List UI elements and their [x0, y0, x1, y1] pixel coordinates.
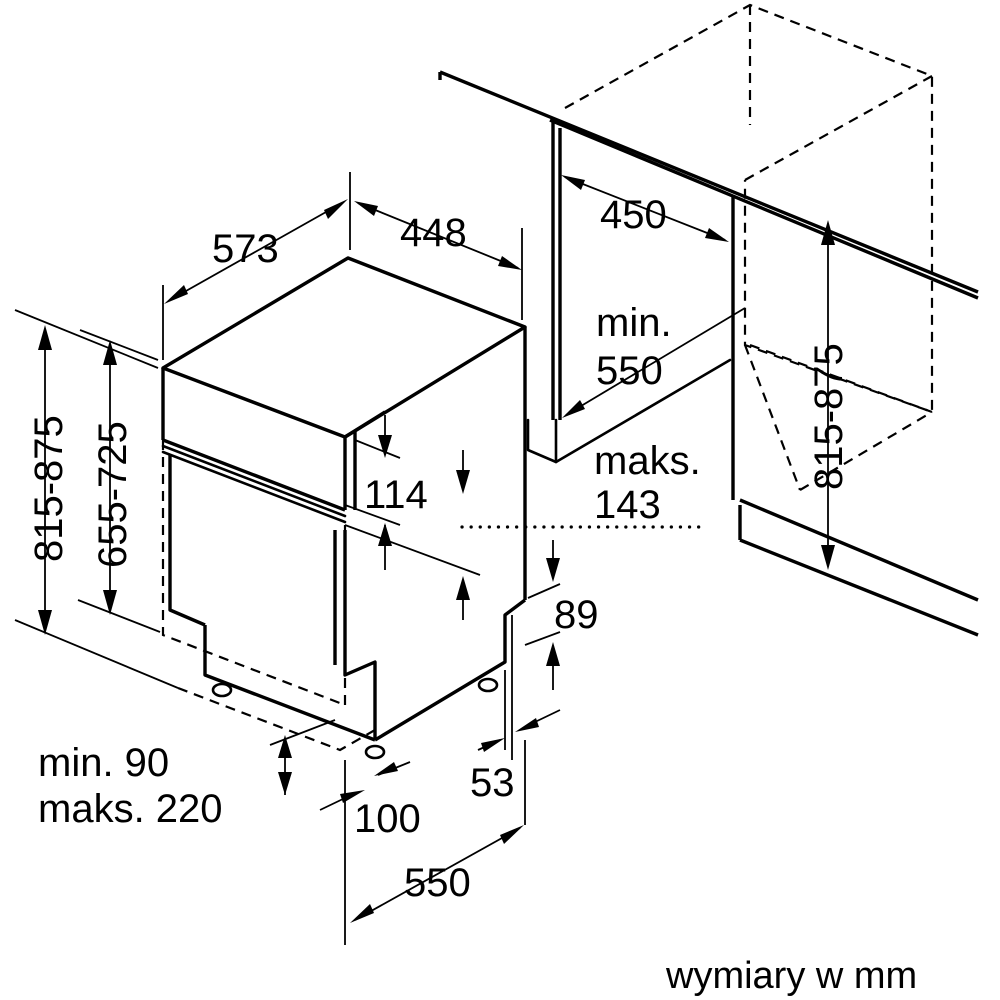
- label-143: 143: [594, 483, 661, 527]
- dimension-lines: [14, 172, 835, 945]
- niche-bottom-front: [799, 411, 933, 491]
- label-450: 450: [600, 193, 667, 237]
- right-cabinet-base-top: [739, 498, 979, 602]
- control-panel-bottom: [162, 438, 346, 512]
- foot-front: [364, 744, 386, 760]
- decor-panel-outline: [161, 440, 346, 707]
- dishwasher: [161, 256, 527, 760]
- label-550-depth: 550: [404, 861, 471, 905]
- countertop-bottom-edge: [549, 118, 979, 300]
- label-53: 53: [470, 761, 515, 805]
- label-total-height: 815-875: [27, 415, 71, 562]
- unit-note: wymiary w mm: [665, 955, 917, 997]
- foot-left: [211, 682, 233, 698]
- niche-back-outline: [564, 3, 934, 414]
- label-panel-height: 655-725: [91, 421, 135, 568]
- panel-trim-2: [161, 450, 347, 524]
- plinth-front: [203, 625, 376, 742]
- countertop-top-edge: [439, 70, 979, 294]
- niche-bottom-rear: [749, 343, 933, 414]
- plinth-adjust-outline: [177, 686, 376, 752]
- niche-bottom-diag: [743, 344, 802, 491]
- label-89: 89: [554, 593, 599, 637]
- dimension-labels: 573 448 450 min. 550 815-875 815-875 655…: [27, 193, 917, 997]
- label-maks: maks.: [594, 439, 701, 483]
- foot-right: [477, 677, 499, 693]
- label-550-niche: 550: [596, 349, 663, 393]
- label-573: 573: [212, 227, 279, 271]
- door-left-edge: [168, 455, 206, 627]
- label-114: 114: [364, 473, 428, 517]
- body-right-plinth: [343, 530, 377, 740]
- dishwasher-top: [161, 256, 527, 439]
- label-min: min.: [596, 301, 672, 345]
- cabinet-niche: [438, 3, 979, 637]
- label-maks-220: maks. 220: [38, 787, 223, 831]
- left-cabinet-base: [526, 358, 732, 464]
- control-panel-top-side: [344, 410, 386, 439]
- side-bottom-edge: [374, 598, 527, 742]
- label-min-90: min. 90: [38, 741, 169, 785]
- niche-top-diagonal: [744, 75, 933, 181]
- label-niche-height: 815-875: [807, 343, 851, 490]
- label-100: 100: [354, 797, 421, 841]
- label-448: 448: [400, 211, 467, 255]
- panel-trim-1: [161, 444, 347, 518]
- right-cabinet-base-bottom: [739, 538, 979, 637]
